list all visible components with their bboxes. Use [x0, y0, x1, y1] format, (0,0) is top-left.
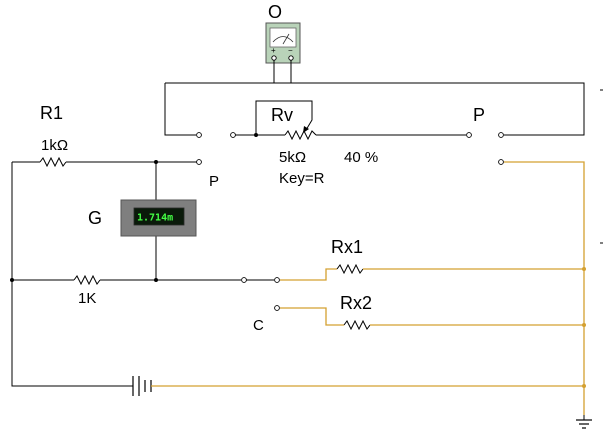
- svg-text:−: −: [288, 46, 293, 55]
- switch-p-top-label: P: [473, 105, 485, 125]
- terminal-mid-1[interactable]: [241, 277, 247, 283]
- galvanometer-display: [133, 207, 185, 226]
- wire-rx1-in: [280, 268, 337, 281]
- rv-percent: 40 %: [344, 149, 378, 166]
- meter-needle: [282, 33, 290, 45]
- junction-1k-g: [154, 278, 158, 282]
- oscilloscope[interactable]: + − O: [265, 2, 301, 64]
- wire-loop-left: [164, 83, 196, 136]
- terminal-c[interactable]: [274, 305, 280, 311]
- resistor-r1[interactable]: [39, 156, 67, 168]
- terminal-rv-1[interactable]: [196, 132, 202, 138]
- rv-key: Key=R: [279, 170, 325, 187]
- r1-label: R1: [40, 103, 63, 123]
- wire-orange-top: [504, 161, 585, 415]
- rv-label: Rv: [271, 105, 293, 125]
- wiper-arrow-icon: [303, 126, 309, 133]
- oscilloscope-label: O: [268, 2, 282, 22]
- junction-rx1-rail: [582, 267, 586, 271]
- svg-text:+: +: [271, 46, 276, 55]
- galvanometer-g[interactable]: 1.714m: [120, 199, 197, 237]
- junction-rv-wiper: [254, 133, 258, 137]
- ground-icon: [576, 415, 592, 429]
- oscilloscope-terminal-plus[interactable]: [271, 55, 277, 61]
- terminal-p-top-2[interactable]: [498, 132, 504, 138]
- wire-left-top: [11, 162, 125, 387]
- terminal-mid-2[interactable]: [274, 277, 280, 283]
- resistor-1k[interactable]: [73, 274, 101, 286]
- terminal-p-top-1[interactable]: [466, 132, 472, 138]
- wire-rx2-in: [280, 307, 344, 326]
- oscilloscope-screen: [269, 27, 297, 48]
- galvanometer-label: G: [88, 208, 102, 228]
- rx1-label: Rx1: [331, 237, 363, 257]
- junction-battery-rail: [582, 384, 586, 388]
- rv-value: 5kΩ: [279, 149, 306, 166]
- terminal-p-left[interactable]: [196, 159, 202, 165]
- terminal-rv-2[interactable]: [230, 132, 236, 138]
- wiper-wire: [255, 100, 313, 135]
- meter-icon: [272, 36, 294, 43]
- potentiometer-rv[interactable]: [255, 100, 317, 141]
- galvanometer-reading: 1.714m: [137, 213, 173, 224]
- potentiometer-icon: [284, 129, 317, 141]
- rx2-label: Rx2: [340, 293, 372, 313]
- r-1k-label: 1K: [78, 290, 96, 307]
- oscilloscope-terminal-minus[interactable]: [288, 55, 294, 61]
- junction-rx2-rail: [582, 323, 586, 327]
- resistor-rx1[interactable]: [336, 263, 364, 275]
- junction-left-mid: [10, 278, 14, 282]
- switch-c-label: C: [253, 317, 264, 334]
- battery-icon[interactable]: [125, 376, 152, 396]
- r1-value: 1kΩ: [41, 137, 68, 154]
- terminal-p-right-common[interactable]: [498, 159, 504, 165]
- resistor-rx2[interactable]: [343, 319, 371, 331]
- wire-loop-top: [165, 82, 585, 136]
- switch-p-left-label: P: [209, 173, 219, 190]
